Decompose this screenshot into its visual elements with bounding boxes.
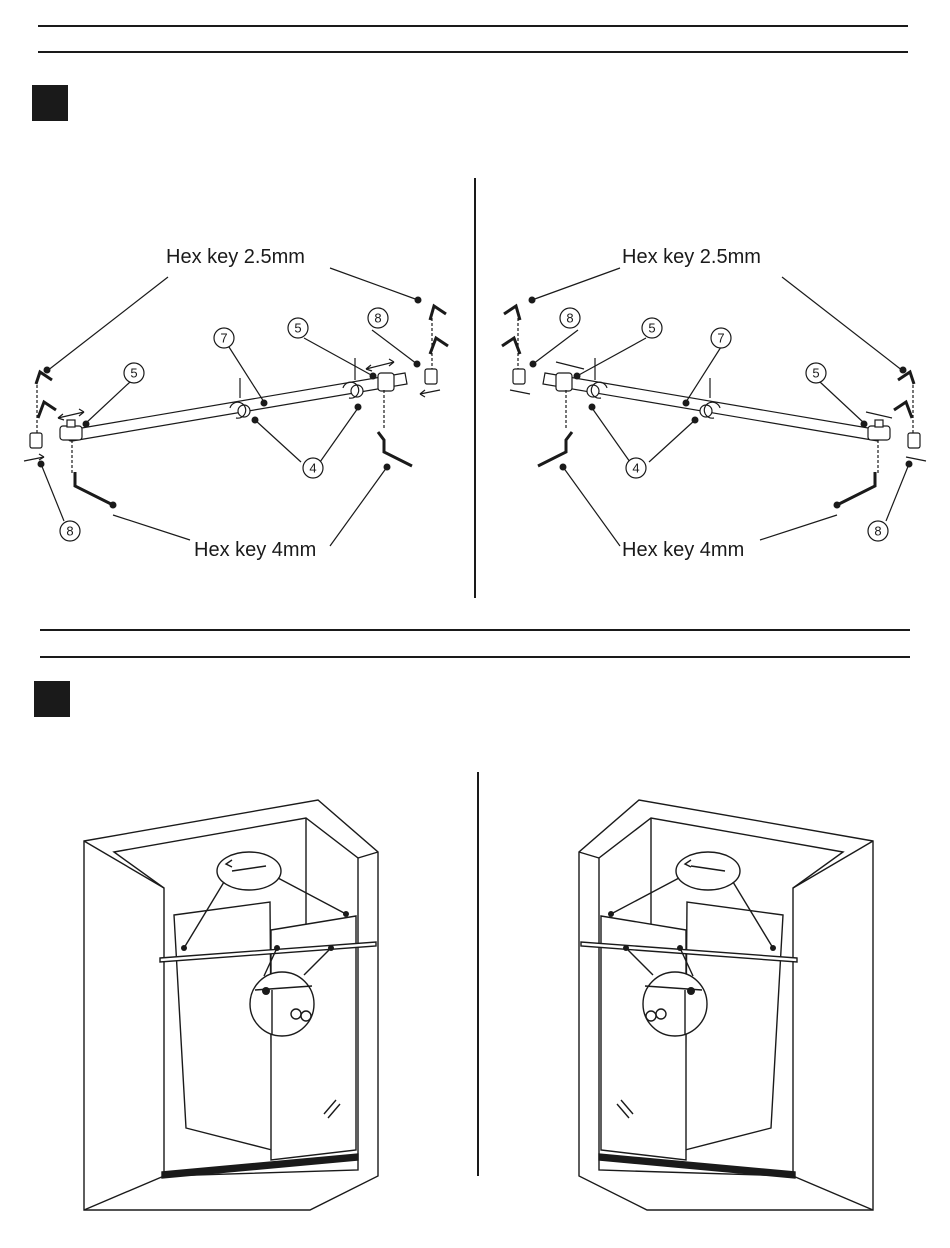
shower-enclosure-right (579, 800, 873, 1210)
shower-enclosure-left (84, 800, 378, 1210)
